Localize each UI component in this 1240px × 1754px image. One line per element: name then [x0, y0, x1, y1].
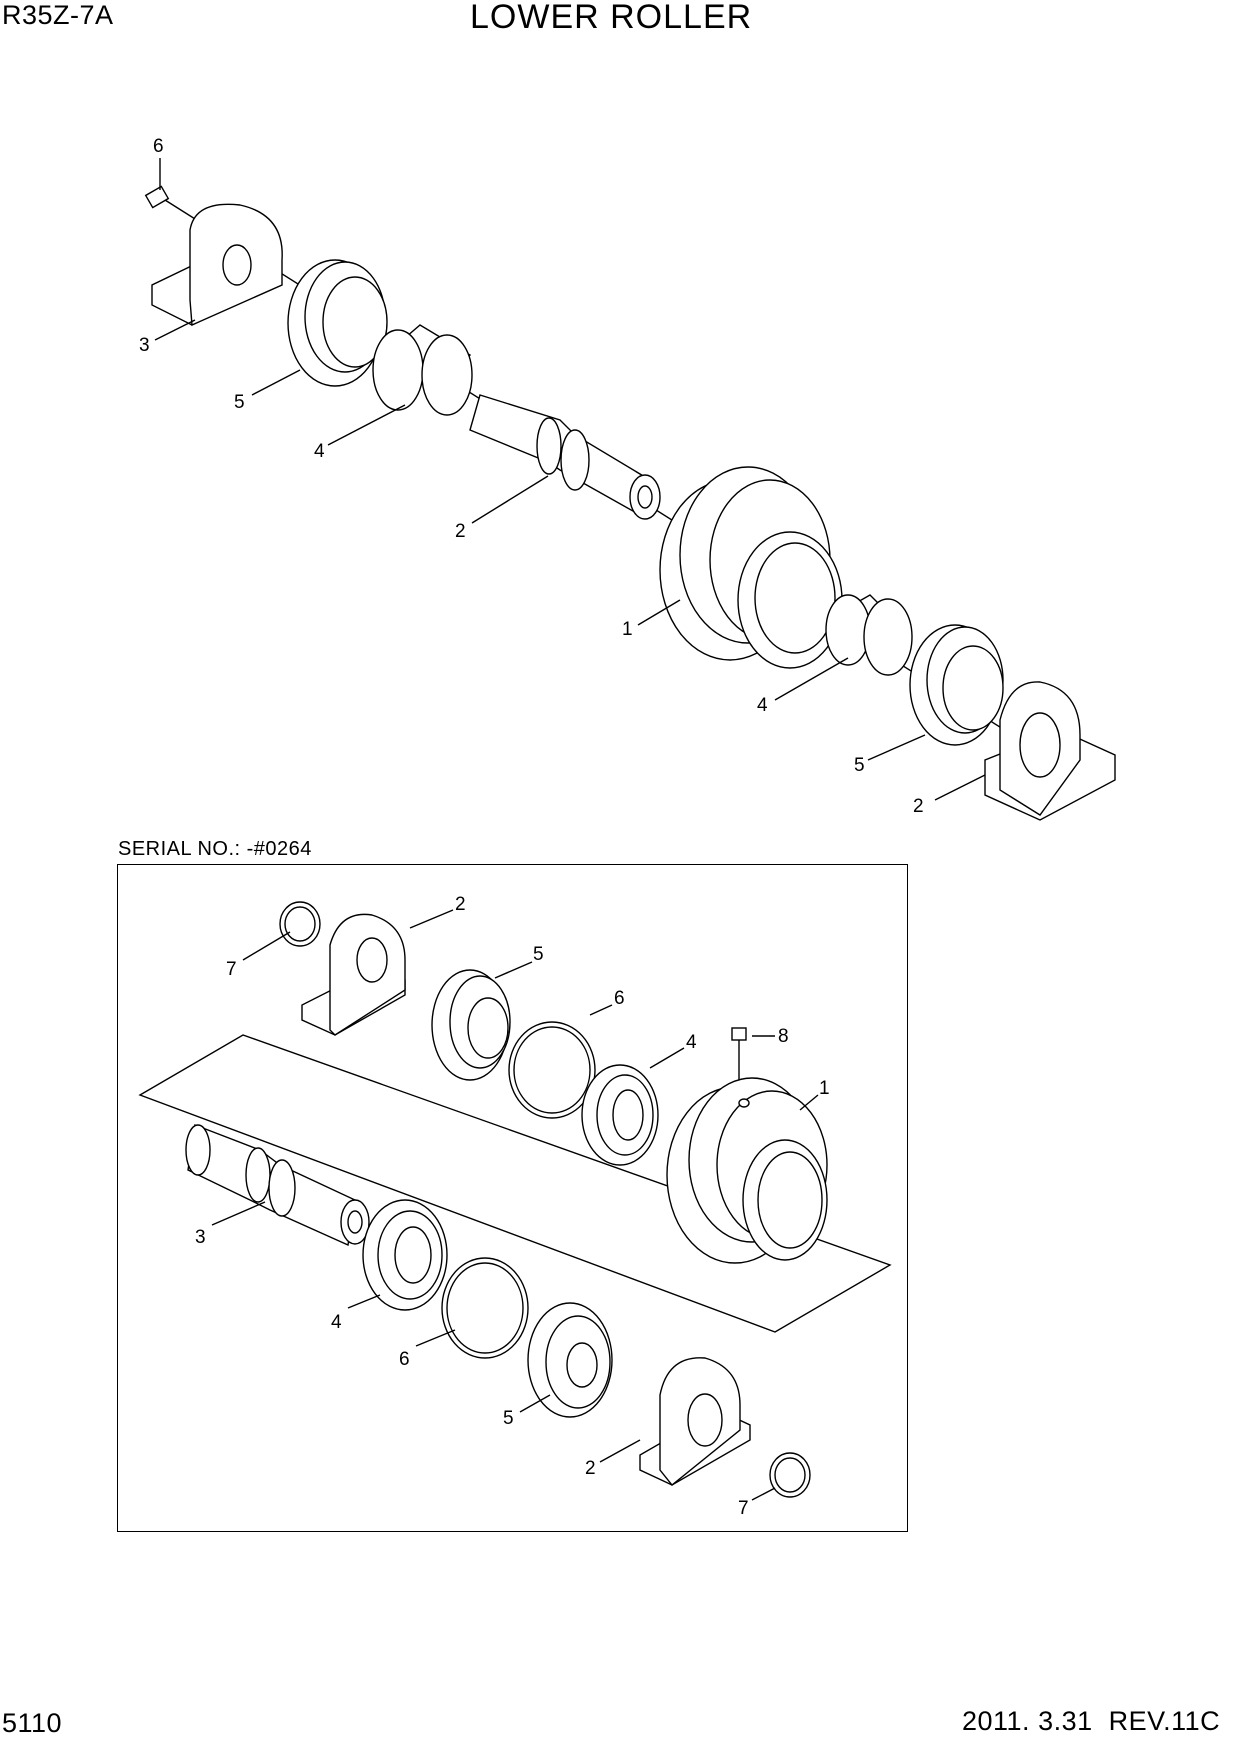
inset-seal-top — [431, 969, 511, 1081]
shaft — [469, 394, 661, 520]
inset-bracket-bottom — [639, 1357, 751, 1486]
inset-bearing-top — [581, 1064, 659, 1166]
seal-right — [909, 624, 1004, 746]
bushing-right — [825, 594, 913, 676]
inset-callout-7b: 7 — [738, 1498, 749, 1519]
callout-1: 1 — [622, 619, 633, 640]
callout-5b: 5 — [854, 755, 865, 776]
inset-roller — [666, 1077, 828, 1264]
inset-shaft — [185, 1124, 370, 1247]
callout-3: 3 — [139, 335, 150, 356]
inset-callout-6b: 6 — [399, 1349, 410, 1370]
inset-frame — [117, 864, 908, 1532]
inset-bracket-top — [301, 913, 406, 1036]
grease-nipple — [144, 185, 170, 209]
page-title: LOWER ROLLER — [470, 0, 753, 36]
callout-6: 6 — [153, 136, 164, 157]
bracket-right — [984, 681, 1116, 821]
inset-bearing-bottom — [362, 1199, 448, 1311]
inset-snap-ring-top — [508, 1021, 596, 1119]
callout-4: 4 — [314, 441, 325, 462]
inset-callout-7: 7 — [226, 959, 237, 980]
roller — [659, 466, 843, 669]
inset-callout-2: 2 — [455, 894, 466, 915]
inset-callout-4: 4 — [686, 1032, 697, 1053]
top-assembly — [144, 158, 1116, 821]
seal-left — [287, 259, 388, 387]
callout-4b: 4 — [757, 695, 768, 716]
inset-callout-8: 8 — [778, 1026, 789, 1047]
inset-callout-5: 5 — [533, 944, 544, 965]
inset-callout-labels: 2 7 5 6 4 8 1 3 4 6 5 2 7 — [195, 894, 830, 1519]
inset-snap-ring-bottom — [441, 1257, 529, 1359]
callout-5: 5 — [234, 392, 245, 413]
bushing-left — [372, 324, 473, 416]
inset-callout-4b: 4 — [331, 1312, 342, 1333]
inset-callout-3: 3 — [195, 1227, 206, 1248]
model-code: R35Z-7A — [2, 0, 114, 30]
top-callout-labels: 6 3 5 4 2 1 4 5 2 — [139, 136, 924, 817]
inset-callout-1: 1 — [819, 1078, 830, 1099]
inset-callout-6: 6 — [614, 988, 625, 1009]
serial-label: SERIAL NO.: -#0264 — [118, 838, 312, 860]
inset-callout-2b: 2 — [585, 1458, 596, 1479]
inset-assembly — [138, 901, 892, 1501]
callout-2b: 2 — [913, 796, 924, 817]
callout-2: 2 — [455, 521, 466, 542]
revision-date: 2011. 3.31 REV.11C — [962, 1706, 1221, 1736]
inset-callout-5b: 5 — [503, 1408, 514, 1429]
page-number: 5110 — [2, 1708, 63, 1738]
bracket-left — [151, 203, 283, 327]
inset-seal-bottom — [527, 1302, 613, 1418]
